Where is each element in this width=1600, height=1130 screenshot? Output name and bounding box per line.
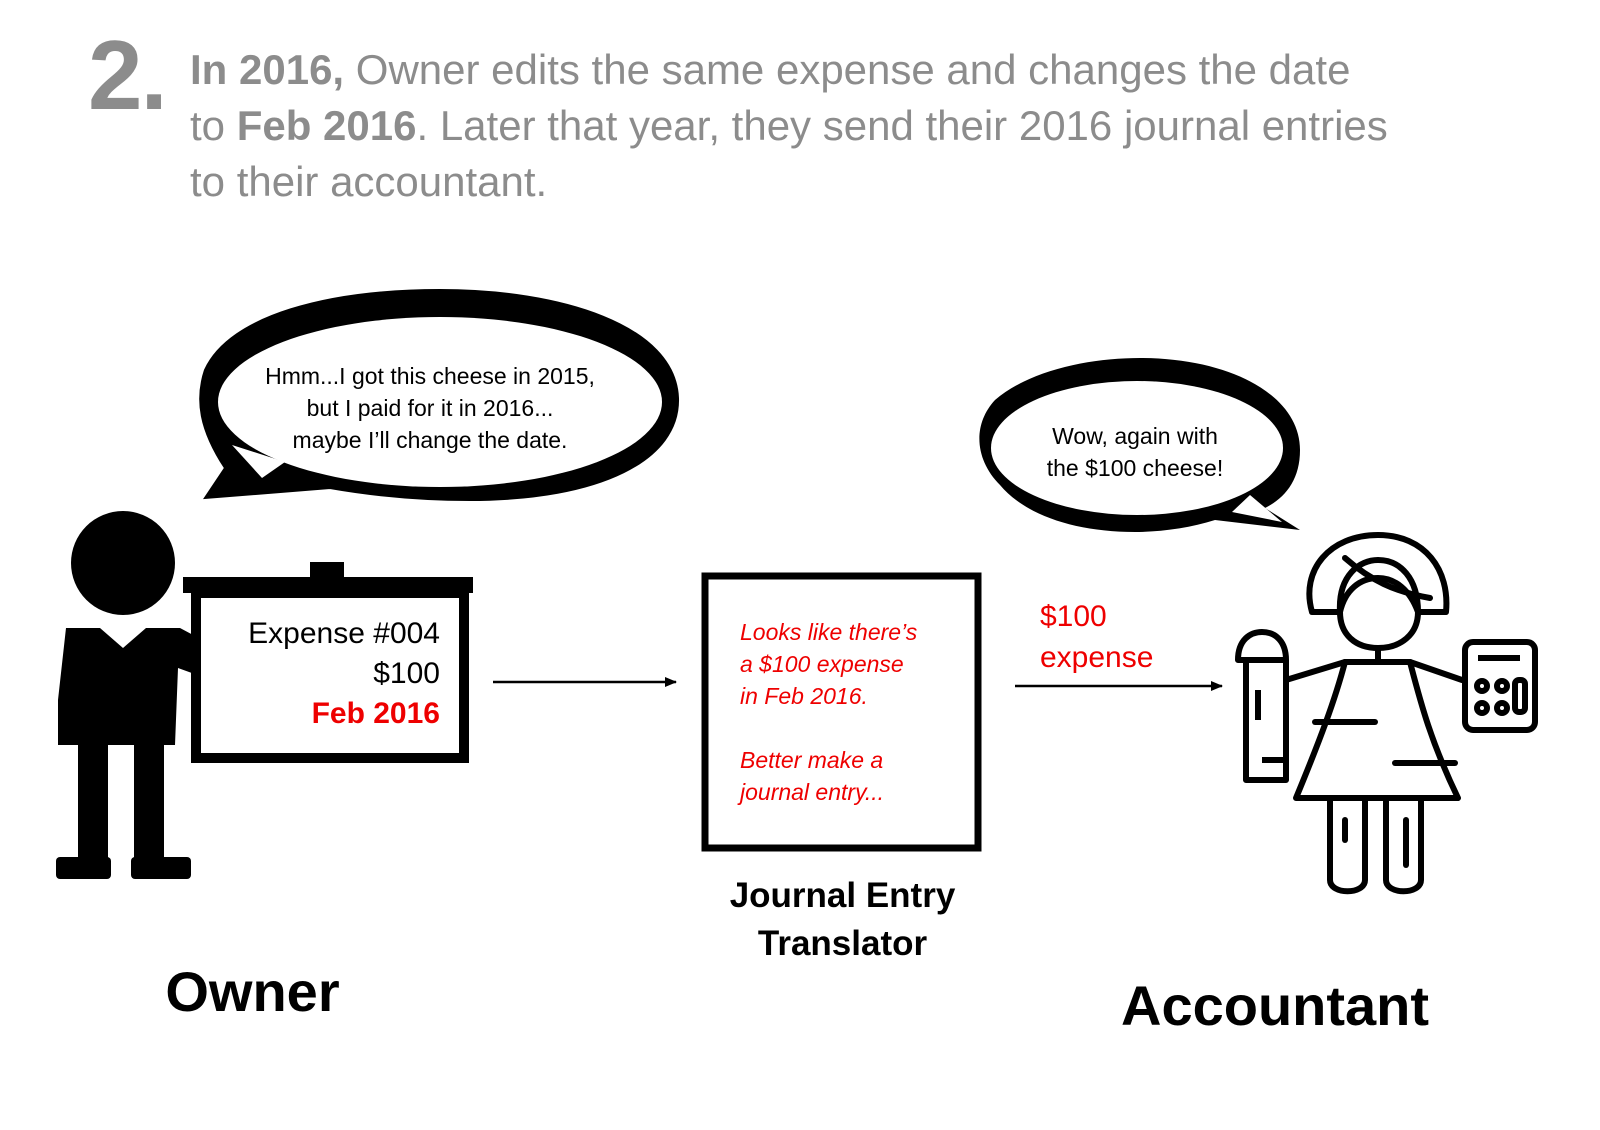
translator-note-line-6: journal entry... (740, 776, 970, 808)
calculator-icon (1465, 642, 1535, 730)
transfer-label: $100 expense (1040, 596, 1210, 678)
accountant-bubble-line-2: the $100 cheese! (1020, 452, 1250, 484)
translator-note-line-5: Better make a (740, 744, 970, 776)
translator-note-spacer (740, 712, 970, 744)
translator-note-line-3: in Feb 2016. (740, 680, 970, 712)
translator-label-line-2: Translator (700, 920, 985, 968)
expense-sign: Expense #004 $100 Feb 2016 (208, 614, 440, 734)
accountant-label: Accountant (1090, 972, 1460, 1040)
accountant-bubble-text: Wow, again with the $100 cheese! (1020, 420, 1250, 484)
accountant-bubble-line-1: Wow, again with (1020, 420, 1250, 452)
accountant-figure-icon (1286, 535, 1462, 891)
expense-date: Feb 2016 (208, 694, 440, 734)
expense-amount: $100 (208, 654, 440, 694)
owner-label: Owner (130, 958, 375, 1026)
translator-label: Journal Entry Translator (700, 872, 985, 968)
owner-bubble-line-3: maybe I’ll change the date. (238, 424, 622, 456)
transfer-amount: $100 (1040, 596, 1210, 637)
translator-note-line-2: a $100 expense (740, 648, 970, 680)
owner-bubble-text: Hmm...I got this cheese in 2015, but I p… (238, 360, 622, 456)
translator-note-line-1: Looks like there’s (740, 616, 970, 648)
expense-id: Expense #004 (208, 614, 440, 654)
transfer-kind: expense (1040, 637, 1210, 678)
owner-bubble-line-1: Hmm...I got this cheese in 2015, (238, 360, 622, 392)
translator-label-line-1: Journal Entry (700, 872, 985, 920)
owner-bubble-line-2: but I paid for it in 2016... (238, 392, 622, 424)
receipt-roll-icon (1238, 632, 1286, 780)
translator-note: Looks like there’s a $100 expense in Feb… (740, 616, 970, 808)
